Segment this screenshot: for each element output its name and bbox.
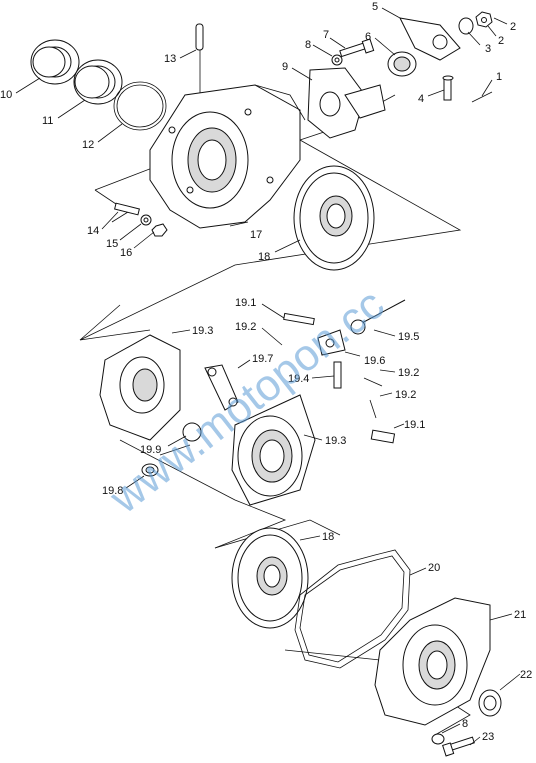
lever-19-7 xyxy=(204,364,239,411)
callout-14: 14 xyxy=(87,225,99,237)
callout-19-3: 19.3 xyxy=(192,325,213,337)
callout-11: 11 xyxy=(42,115,53,127)
bolt-23 xyxy=(442,736,475,757)
callout-23: 23 xyxy=(482,731,494,743)
callout-4: 4 xyxy=(418,93,424,105)
seal-22 xyxy=(478,689,502,717)
ball-19-9 xyxy=(182,422,202,442)
callout-19-3: 19.3 xyxy=(325,435,346,447)
callout-18: 18 xyxy=(258,251,270,263)
callout-19-2: 19.2 xyxy=(395,389,416,401)
callout-18: 18 xyxy=(322,531,334,543)
clutch-disc-18-top xyxy=(293,165,375,271)
lever-arm-5 xyxy=(399,17,461,61)
washer-15 xyxy=(140,214,152,226)
callout-16: 16 xyxy=(120,247,132,259)
brake-rod-19-5 xyxy=(350,299,406,335)
callout-8: 8 xyxy=(462,718,468,730)
callout-8: 8 xyxy=(305,39,311,51)
callout-5: 5 xyxy=(372,1,378,13)
callout-22: 22 xyxy=(520,669,532,681)
callout-7: 7 xyxy=(323,29,329,41)
nut-2 xyxy=(475,11,493,28)
o-ring-12 xyxy=(113,81,167,131)
callout-10: 10 xyxy=(0,89,12,101)
callout-13: 13 xyxy=(164,53,176,65)
callout-19-9: 19.9 xyxy=(140,444,161,456)
brake-shoe-19-3-left xyxy=(99,334,181,441)
callout-19-1: 19.1 xyxy=(235,297,256,309)
gasket-20 xyxy=(294,549,411,669)
callout-17: 17 xyxy=(250,229,262,241)
gearbox-housing-17 xyxy=(149,84,306,229)
bearing-11 xyxy=(73,59,123,105)
callout-20: 20 xyxy=(428,562,440,574)
cotter-pin-1 xyxy=(471,91,493,103)
bracket-9 xyxy=(307,67,386,139)
bushing-6 xyxy=(387,51,417,77)
callout-15: 15 xyxy=(106,238,118,250)
oil-seal-10 xyxy=(30,39,80,85)
callout-3: 3 xyxy=(485,43,491,55)
callout-19-8: 19.8 xyxy=(102,485,123,497)
callout-19-7: 19.7 xyxy=(252,353,273,365)
washer-8-bottom xyxy=(431,733,445,745)
callout-2: 2 xyxy=(510,21,516,33)
callout-21: 21 xyxy=(514,609,526,621)
callout-19-6: 19.6 xyxy=(364,355,385,367)
callout-2: 2 xyxy=(498,35,504,47)
brake-cam-19-6 xyxy=(317,329,346,356)
cover-21 xyxy=(374,597,491,726)
spring-19-8 xyxy=(141,463,159,477)
callout-19-2: 19.2 xyxy=(398,367,419,379)
cotter-19-2-middle xyxy=(363,377,383,387)
pin-4 xyxy=(442,75,454,101)
bolt-7 xyxy=(339,38,375,58)
callout-19-5: 19.5 xyxy=(398,331,419,343)
callout-6: 6 xyxy=(365,31,371,43)
nut-16 xyxy=(151,223,168,237)
leader-lines xyxy=(15,7,521,746)
washer-8-top xyxy=(331,54,343,66)
callout-12: 12 xyxy=(82,139,94,151)
callout-1: 1 xyxy=(496,71,502,83)
callout-19-1: 19.1 xyxy=(404,419,425,431)
clutch-disc-18-bottom xyxy=(231,527,309,629)
washer-3 xyxy=(458,17,474,35)
callout-9: 9 xyxy=(282,61,288,73)
pin-19-4 xyxy=(333,361,342,389)
brake-drum-19-3-right xyxy=(231,394,316,506)
pin-19-1-bottom xyxy=(369,399,396,444)
pin-19-1-top xyxy=(283,312,315,326)
callout-19-4: 19.4 xyxy=(288,373,309,385)
stud-14 xyxy=(114,202,140,216)
callout-19-2: 19.2 xyxy=(235,321,256,333)
callout-labels: 1 2 2 3 4 5 6 7 8 9 10 11 12 13 14 15 16… xyxy=(0,1,532,743)
